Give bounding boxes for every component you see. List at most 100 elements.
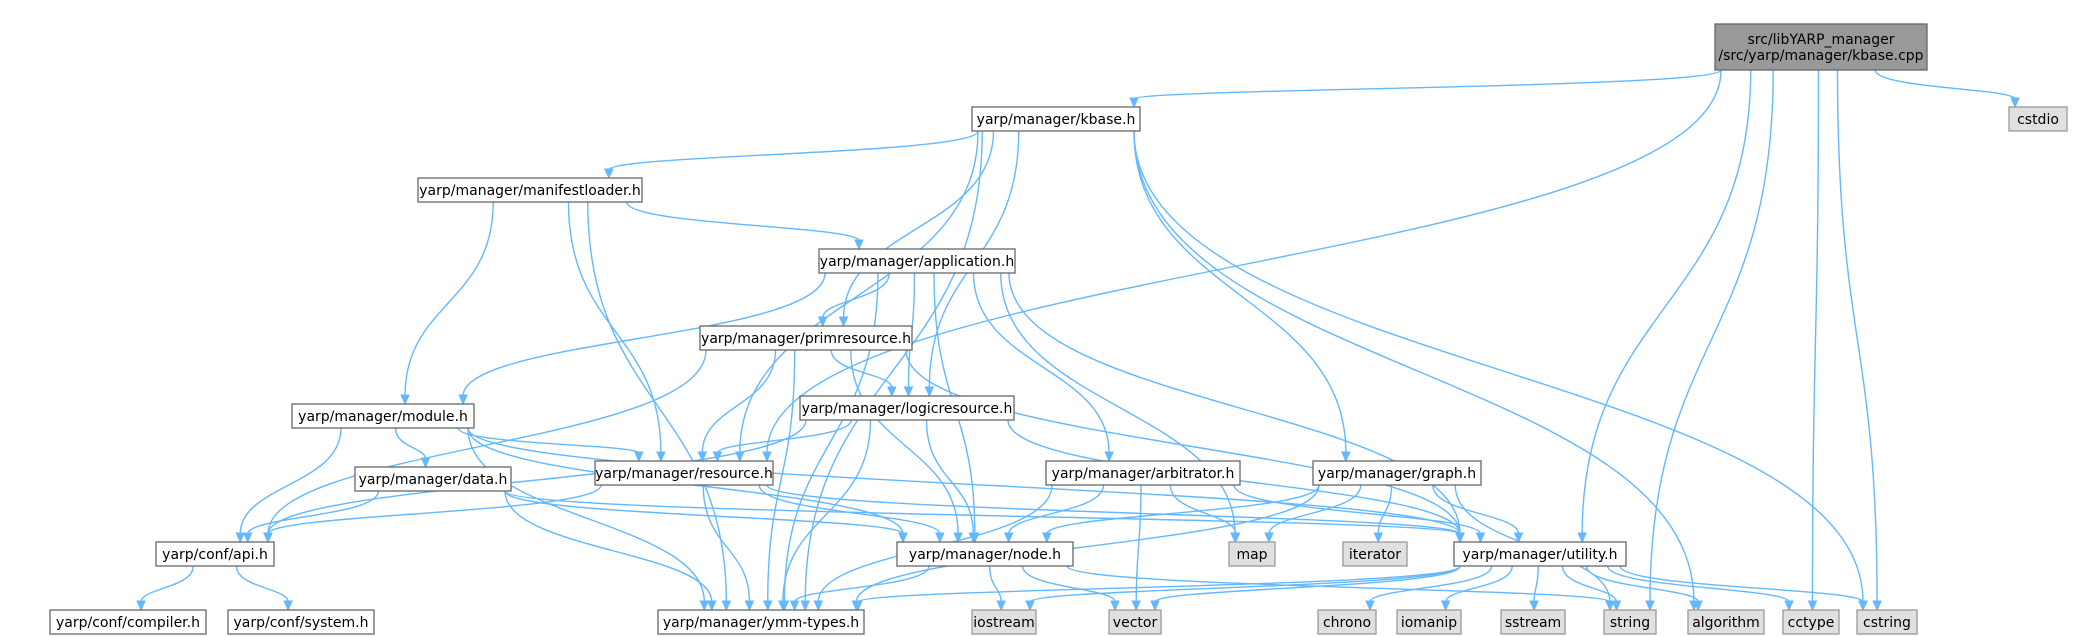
node-label: yarp/manager/arbitrator.h — [1052, 466, 1235, 482]
edge-resource-to-ymm — [702, 484, 751, 603]
edge-arrowhead — [634, 451, 644, 463]
edge-utility-to-cctype — [1607, 565, 1790, 603]
node-label: cstdio — [2017, 112, 2059, 128]
edge-logicresource-to-api — [267, 419, 807, 535]
edge-root-to-string — [1649, 69, 1774, 603]
edge-application-to-map — [1000, 272, 1236, 535]
node-map: map — [1228, 541, 1276, 567]
node-label: yarp/manager/logicresource.h — [802, 401, 1013, 417]
edge-arrowhead — [1264, 532, 1274, 544]
node-data[interactable]: yarp/manager/data.h — [354, 466, 512, 492]
node-vector: vector — [1108, 609, 1162, 635]
node-module[interactable]: yarp/manager/module.h — [291, 403, 475, 429]
edge-arrowhead — [2010, 97, 2020, 109]
node-iomanip: iomanip — [1396, 609, 1462, 635]
node-box — [818, 248, 1016, 274]
edge-arrowhead — [656, 451, 666, 463]
node-label: /src/yarp/manager/kbase.cpp — [1718, 48, 1923, 64]
edge-arrowhead — [996, 600, 1006, 612]
edge-arrowhead — [1042, 532, 1052, 544]
node-box — [1714, 23, 1928, 71]
edge-node-to-vector — [1021, 565, 1116, 603]
edge-arrowhead — [699, 600, 710, 612]
edge-primresource-to-api — [267, 349, 707, 535]
nodes-layer: src/libYARP_manager/src/yarp/manager/kba… — [49, 23, 2068, 635]
edge-kbase-h-to-manifestloader — [608, 130, 979, 171]
node-label: iostream — [973, 615, 1035, 631]
edge-arrowhead — [800, 600, 811, 612]
edge-arrowhead — [778, 600, 788, 612]
edge-resource-to-utility — [766, 484, 1461, 535]
edge-arrowhead — [1645, 600, 1655, 612]
node-application[interactable]: yarp/manager/application.h — [818, 248, 1016, 274]
edge-utility-to-cstring — [1619, 565, 1864, 603]
edge-arrowhead — [721, 600, 732, 612]
node-compiler[interactable]: yarp/conf/compiler.h — [49, 609, 207, 635]
node-label: vector — [1113, 615, 1158, 631]
node-logicresource[interactable]: yarp/manager/logicresource.h — [799, 395, 1015, 421]
edge-primresource-to-utility — [905, 349, 1461, 535]
edge-manifestloader-to-resource — [567, 201, 662, 454]
node-utility[interactable]: yarp/manager/utility.h — [1453, 541, 1627, 567]
node-cstdio: cstdio — [2008, 106, 2068, 132]
edge-arrowhead — [1440, 600, 1451, 612]
edge-utility-to-sstream — [1533, 565, 1539, 603]
node-box — [417, 177, 643, 203]
edge-module-to-utility — [467, 427, 1461, 535]
edge-arrowhead — [1230, 532, 1241, 544]
node-label: sstream — [1505, 615, 1561, 631]
node-ymm[interactable]: yarp/manager/ymm-types.h — [657, 609, 865, 635]
node-algorithm: algorithm — [1687, 609, 1765, 635]
node-resource[interactable]: yarp/manager/resource.h — [594, 460, 774, 486]
edge-manifestloader-to-module — [404, 201, 494, 397]
edge-root-to-cctype — [1811, 69, 1820, 603]
node-api[interactable]: yarp/conf/api.h — [155, 541, 275, 567]
node-primresource[interactable]: yarp/manager/primresource.h — [699, 325, 913, 351]
edge-arrowhead — [1455, 532, 1465, 544]
node-manifestloader[interactable]: yarp/manager/manifestloader.h — [417, 177, 643, 203]
node-box — [1396, 609, 1462, 635]
edge-utility-to-vector — [1154, 565, 1461, 603]
node-label: yarp/manager/primresource.h — [701, 331, 911, 347]
edge-api-to-compiler — [140, 565, 194, 603]
edge-arrowhead — [1807, 600, 1818, 612]
edge-primresource-to-resource — [701, 349, 777, 454]
edge-arbitrator-to-vector — [1135, 484, 1142, 603]
edge-arrowhead — [854, 239, 864, 251]
edge-arrowhead — [1577, 532, 1587, 544]
node-label: src/libYARP_manager — [1748, 32, 1895, 48]
node-box — [1317, 609, 1377, 635]
node-arbitrator[interactable]: yarp/manager/arbitrator.h — [1045, 460, 1241, 486]
edge-node-to-iostream — [989, 565, 1002, 603]
edge-module-to-data — [394, 427, 427, 460]
node-graph[interactable]: yarp/manager/graph.h — [1312, 460, 1482, 486]
edge-application-to-primresource — [821, 272, 890, 319]
node-label: algorithm — [1692, 615, 1760, 631]
edge-data-to-api — [247, 490, 380, 535]
node-box — [49, 609, 207, 635]
node-label: iomanip — [1401, 615, 1457, 631]
node-cstring: cstring — [1856, 609, 1918, 635]
edge-arrowhead — [1784, 600, 1794, 612]
node-label: yarp/manager/module.h — [298, 409, 468, 425]
node-system[interactable]: yarp/conf/system.h — [227, 609, 375, 635]
node-box — [971, 609, 1037, 635]
node-label: yarp/manager/data.h — [359, 472, 508, 488]
edge-root-to-utility — [1581, 69, 1752, 535]
edge-arrowhead — [1025, 600, 1035, 612]
edge-application-to-utility — [1008, 272, 1461, 535]
edge-arrowhead — [1858, 600, 1868, 612]
node-box — [1500, 609, 1566, 635]
node-node[interactable]: yarp/manager/node.h — [896, 541, 1074, 567]
edge-utility-to-algorithm — [1585, 565, 1699, 603]
node-label: map — [1236, 547, 1267, 563]
edge-arrowhead — [1872, 600, 1882, 612]
node-box — [594, 460, 774, 486]
node-root[interactable]: src/libYARP_manager/src/yarp/manager/kba… — [1714, 23, 1928, 71]
node-kbase-h[interactable]: yarp/manager/kbase.h — [971, 106, 1141, 132]
node-cctype: cctype — [1782, 609, 1840, 635]
edge-arrowhead — [838, 316, 849, 328]
edge-root-to-cstring — [1836, 69, 1878, 603]
node-box — [1108, 609, 1162, 635]
edge-arrowhead — [744, 600, 755, 612]
